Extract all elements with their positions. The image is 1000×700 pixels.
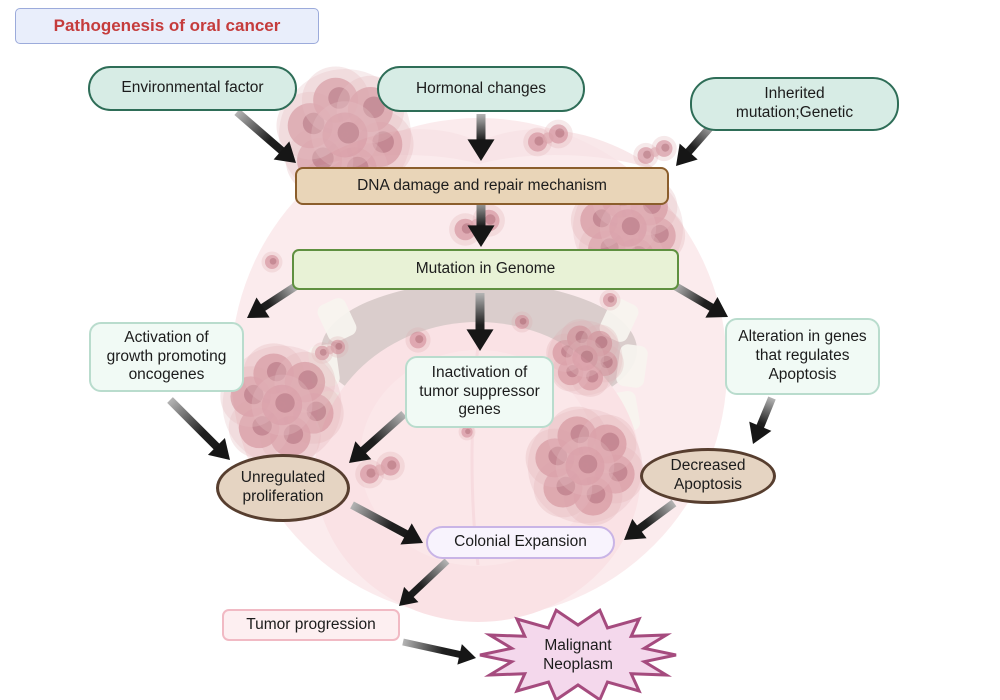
tumor-cluster xyxy=(523,119,573,157)
tumor-cluster xyxy=(355,451,405,489)
tumor-clusters-group xyxy=(220,66,686,526)
node-hormonal-changes: Hormonal changes xyxy=(377,66,585,112)
node-inactivation-tsg: Inactivation of tumor suppressor genes xyxy=(405,356,554,428)
arrow xyxy=(349,411,407,463)
node-tumor-progression: Tumor progression xyxy=(222,609,400,641)
arrow xyxy=(350,501,423,545)
arrow xyxy=(672,282,728,318)
tumor-cluster xyxy=(220,343,344,467)
node-colonial-expansion: Colonial Expansion xyxy=(426,526,615,559)
page-title: Pathogenesis of oral cancer xyxy=(15,8,319,44)
starburst-shape xyxy=(479,607,677,700)
tumor-cluster xyxy=(546,319,624,397)
arrow xyxy=(247,282,299,318)
tumor-cluster xyxy=(311,336,349,364)
node-environmental-factor: Environmental factor xyxy=(88,66,297,111)
node-malignant-neoplasm: Malignant Neoplasm xyxy=(478,605,678,700)
node-alteration-apoptosis-genes: Alteration in genes that regulates Apopt… xyxy=(725,318,880,395)
arrow xyxy=(467,114,495,161)
node-mutation-in-genome: Mutation in Genome xyxy=(292,249,679,290)
node-unregulated-proliferation: Unregulated proliferation xyxy=(216,454,350,522)
arrow xyxy=(749,396,776,444)
tumor-cluster xyxy=(511,311,533,333)
starburst-label: Malignant Neoplasm xyxy=(543,636,613,673)
node-inherited-mutation: Inherited mutation;Genetic xyxy=(690,77,899,131)
arrow xyxy=(466,293,494,351)
arrow xyxy=(624,499,677,540)
tumor-cluster xyxy=(633,135,677,169)
arrow xyxy=(167,397,230,460)
node-decreased-apoptosis: Decreased Apoptosis xyxy=(640,448,776,504)
node-activation-oncogenes: Activation of growth promoting oncogenes xyxy=(89,322,244,392)
arrow xyxy=(234,108,296,163)
arrow xyxy=(402,638,476,665)
arrow xyxy=(399,558,450,606)
arrow xyxy=(467,199,495,247)
node-dna-damage: DNA damage and repair mechanism xyxy=(295,167,669,205)
tumor-cluster xyxy=(405,327,431,353)
arrow xyxy=(676,121,717,166)
tumor-cluster xyxy=(261,251,283,273)
tumor-cluster xyxy=(599,289,621,311)
tumor-cluster xyxy=(525,406,645,526)
